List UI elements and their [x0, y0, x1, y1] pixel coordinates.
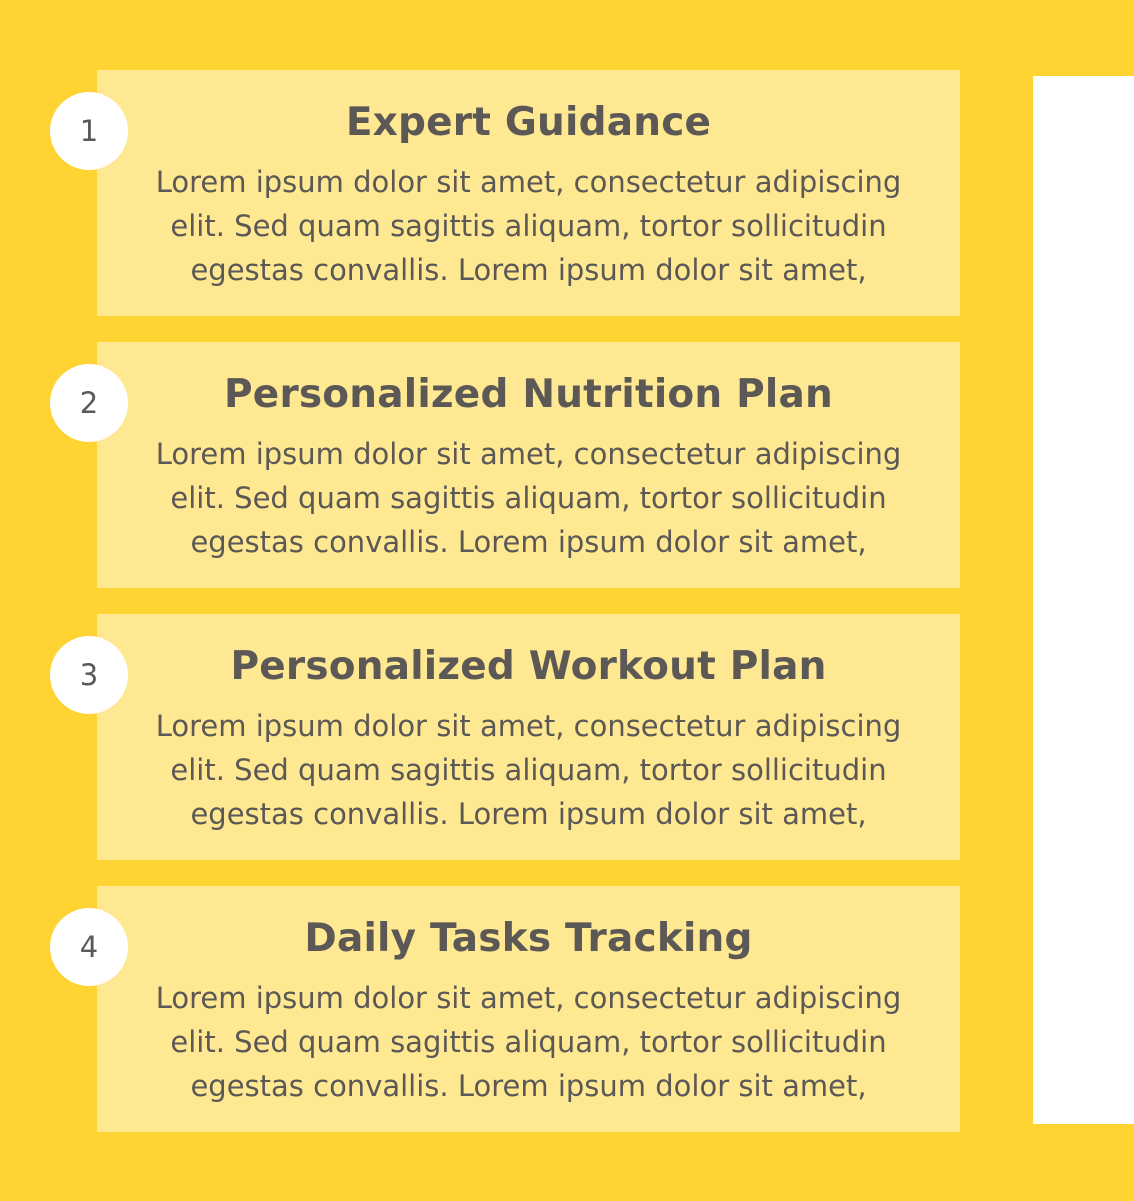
feature-description: Lorem ipsum dolor sit amet, consectetur …: [155, 709, 902, 831]
feature-title: Personalized Workout Plan: [230, 644, 827, 689]
feature-description: Lorem ipsum dolor sit amet, consectetur …: [155, 437, 902, 559]
feature-title: Expert Guidance: [345, 100, 712, 145]
side-panel: [1033, 76, 1134, 1124]
feature-number-badge: 4: [50, 908, 128, 986]
feature-number-badge: 2: [50, 364, 128, 442]
feature-title: Personalized Nutrition Plan: [224, 372, 833, 417]
feature-title: Daily Tasks Tracking: [304, 916, 753, 961]
feature-card: Personalized Nutrition Plan Lorem ipsum …: [97, 342, 960, 588]
feature-card: Daily Tasks Tracking Lorem ipsum dolor s…: [97, 886, 960, 1132]
feature-card: Personalized Workout Plan Lorem ipsum do…: [97, 614, 960, 860]
feature-card: Expert Guidance Lorem ipsum dolor sit am…: [97, 70, 960, 316]
feature-description: Lorem ipsum dolor sit amet, consectetur …: [155, 981, 902, 1103]
feature-description: Lorem ipsum dolor sit amet, consectetur …: [155, 165, 902, 287]
feature-number-badge: 1: [50, 92, 128, 170]
feature-number-badge: 3: [50, 636, 128, 714]
